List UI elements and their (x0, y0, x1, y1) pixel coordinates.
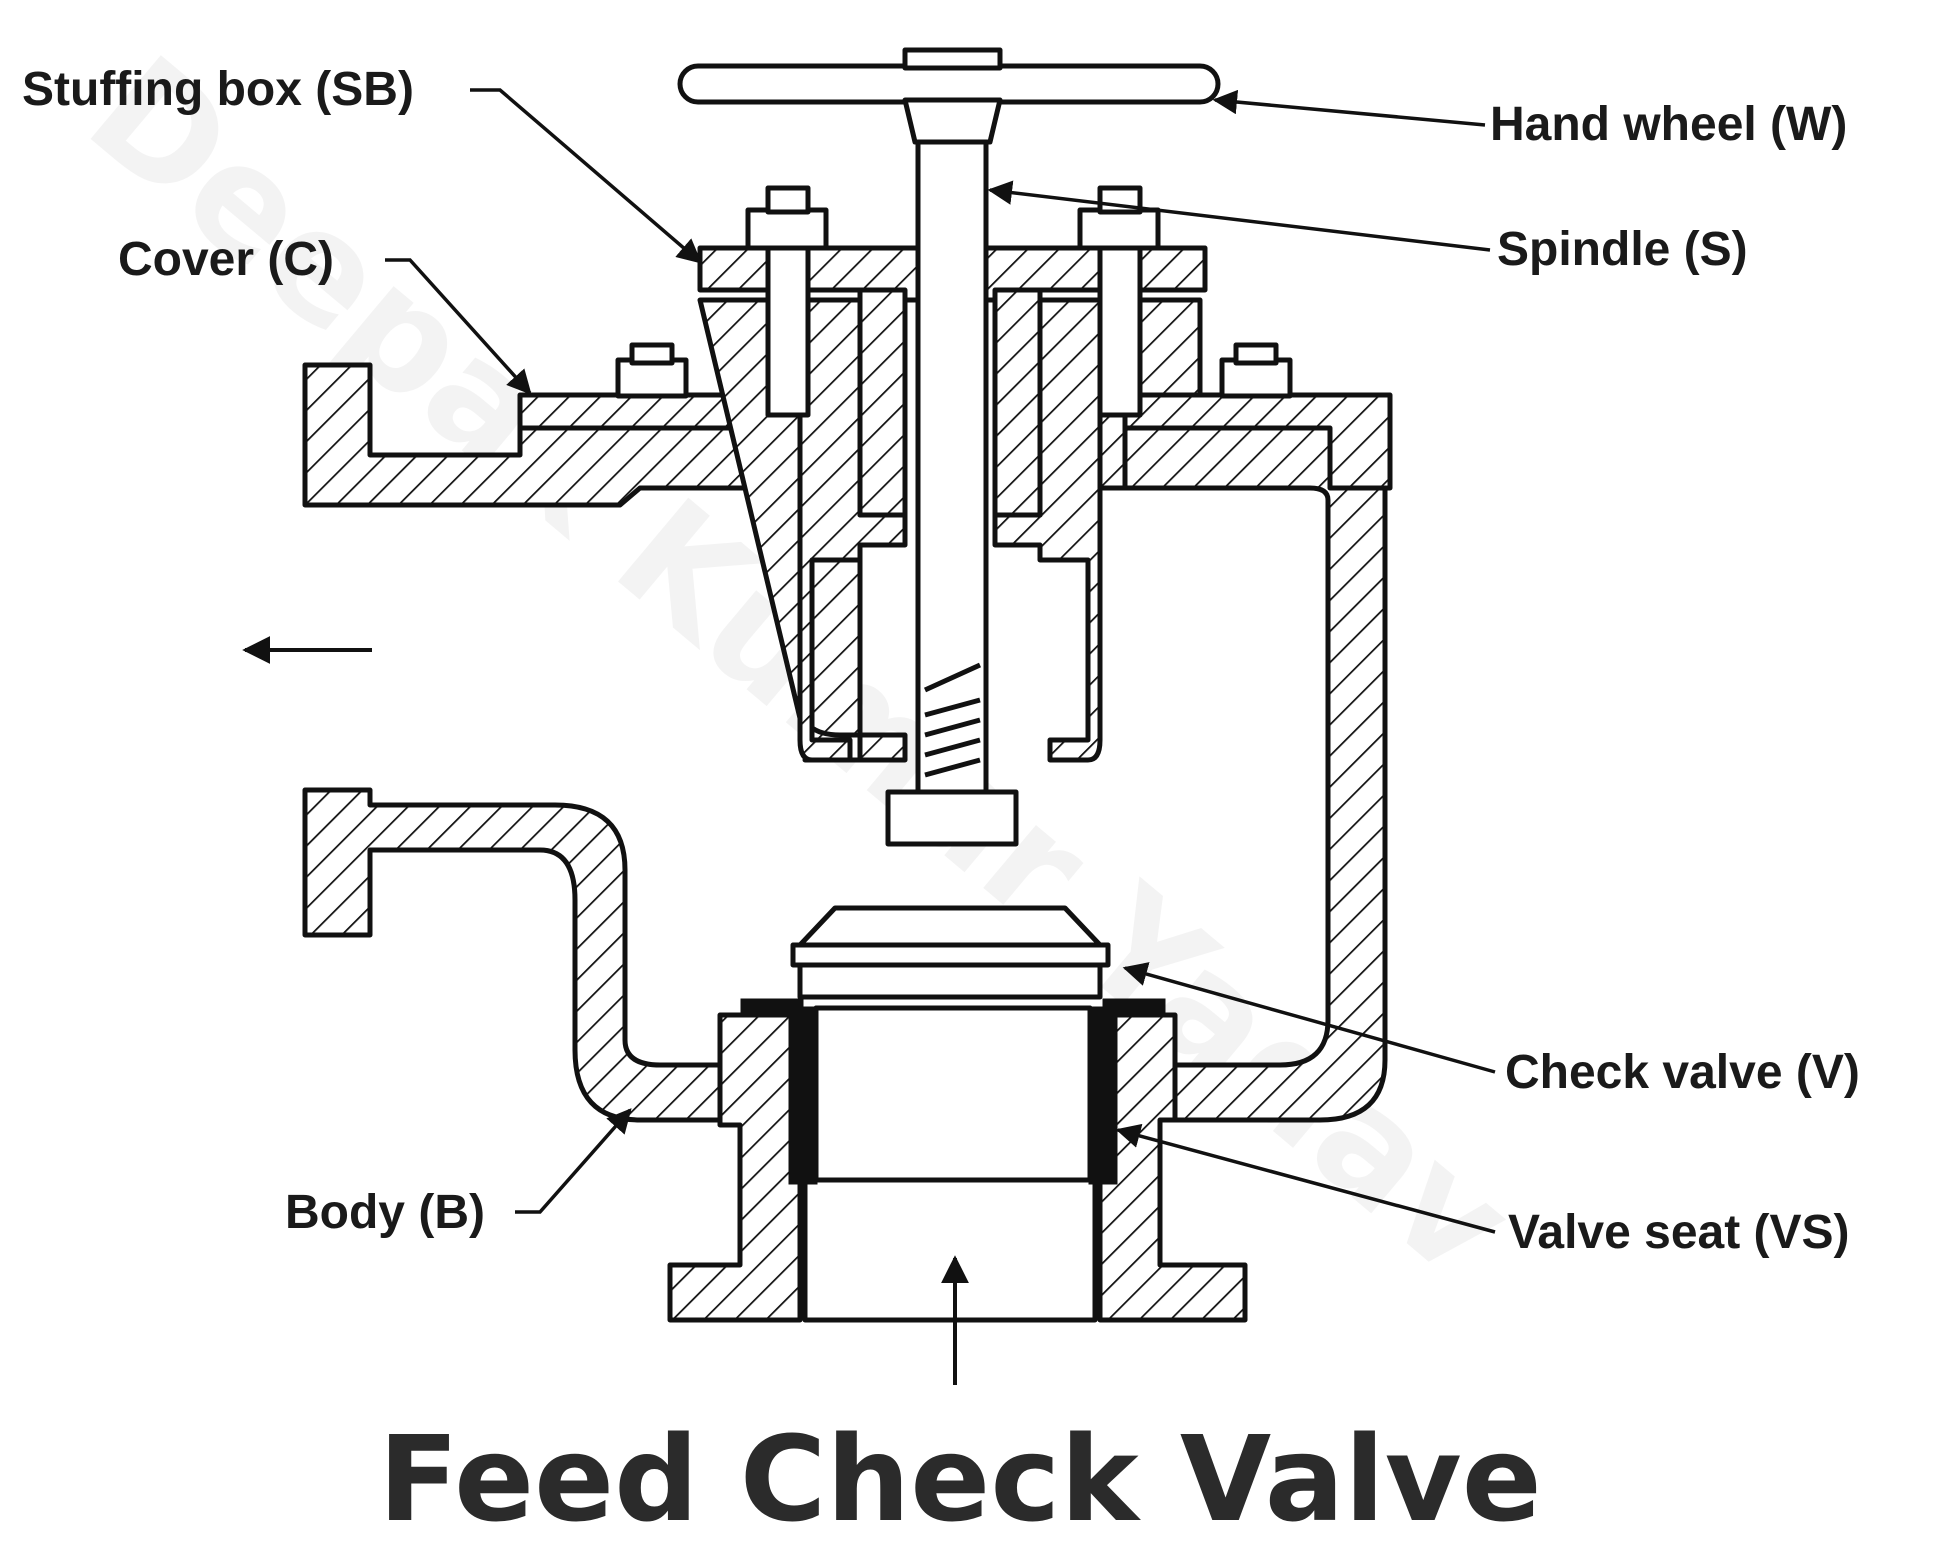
check-valve-top (790, 942, 1111, 968)
label-cover: Cover (C) (118, 233, 334, 286)
inlet-bore (802, 1177, 1098, 1323)
stuffing-box-leader (470, 88, 702, 264)
body-inlet-left (667, 1012, 803, 1323)
spindle (885, 139, 1019, 847)
valve-body (302, 362, 1388, 1323)
valve-seat-left-ring (788, 1006, 818, 1185)
body-inlet-right (1097, 1012, 1248, 1323)
stud-right (1097, 237, 1143, 418)
hand-wheel-leader (1212, 89, 1486, 127)
spindle-leader (987, 180, 1491, 252)
valve-seat-collar-left (740, 998, 804, 1016)
valve-seat-collar-right (1102, 998, 1166, 1016)
outlet-flange-lower (302, 787, 723, 1123)
stuffing-box (615, 185, 1293, 518)
gland-sleeve-right (992, 287, 1043, 518)
cover-bolt-left-cap (629, 342, 675, 366)
valve-seat-sleeve (813, 1005, 1093, 1183)
label-stuffing-box: Stuffing box (SB) (22, 63, 414, 116)
hand-wheel-hub (902, 97, 1003, 145)
spindle-foot (885, 789, 1019, 847)
cover-neck-left (797, 297, 908, 763)
hand-wheel (677, 47, 1221, 145)
hand-wheel-hub-top (902, 47, 1003, 71)
valve-seat-right-ring (1088, 1006, 1118, 1185)
label-check-valve: Check valve (V) (1505, 1046, 1860, 1099)
cover-leader (385, 258, 532, 395)
label-spindle: Spindle (S) (1497, 223, 1748, 276)
diagram-title: Feed Check Valve (378, 1410, 1541, 1546)
check-valve-cap (797, 905, 1103, 948)
check-valve-leader (1122, 962, 1496, 1074)
gland-sleeve-left (857, 287, 908, 518)
hand-wheel-rim (677, 63, 1221, 105)
nut-right (1077, 207, 1161, 251)
nut-left-cap (765, 185, 811, 215)
label-body: Body (B) (285, 1186, 485, 1239)
nut-left (745, 207, 829, 251)
label-valve-seat: Valve seat (VS) (1508, 1206, 1850, 1259)
check-valve-disc (797, 962, 1103, 1000)
body-leader (515, 1108, 632, 1214)
cover-neck-right (992, 297, 1103, 763)
spindle-shaft (915, 139, 989, 795)
check-valve (790, 905, 1111, 1000)
valve-seat-leader (1115, 1123, 1496, 1234)
cover-bolt-left (615, 357, 689, 399)
stud-left (765, 237, 811, 418)
label-hand-wheel: Hand wheel (W) (1490, 98, 1847, 151)
valve-seat (740, 998, 1166, 1185)
cover-bolt-right-cap (1233, 342, 1279, 366)
spindle-threads (923, 662, 982, 778)
